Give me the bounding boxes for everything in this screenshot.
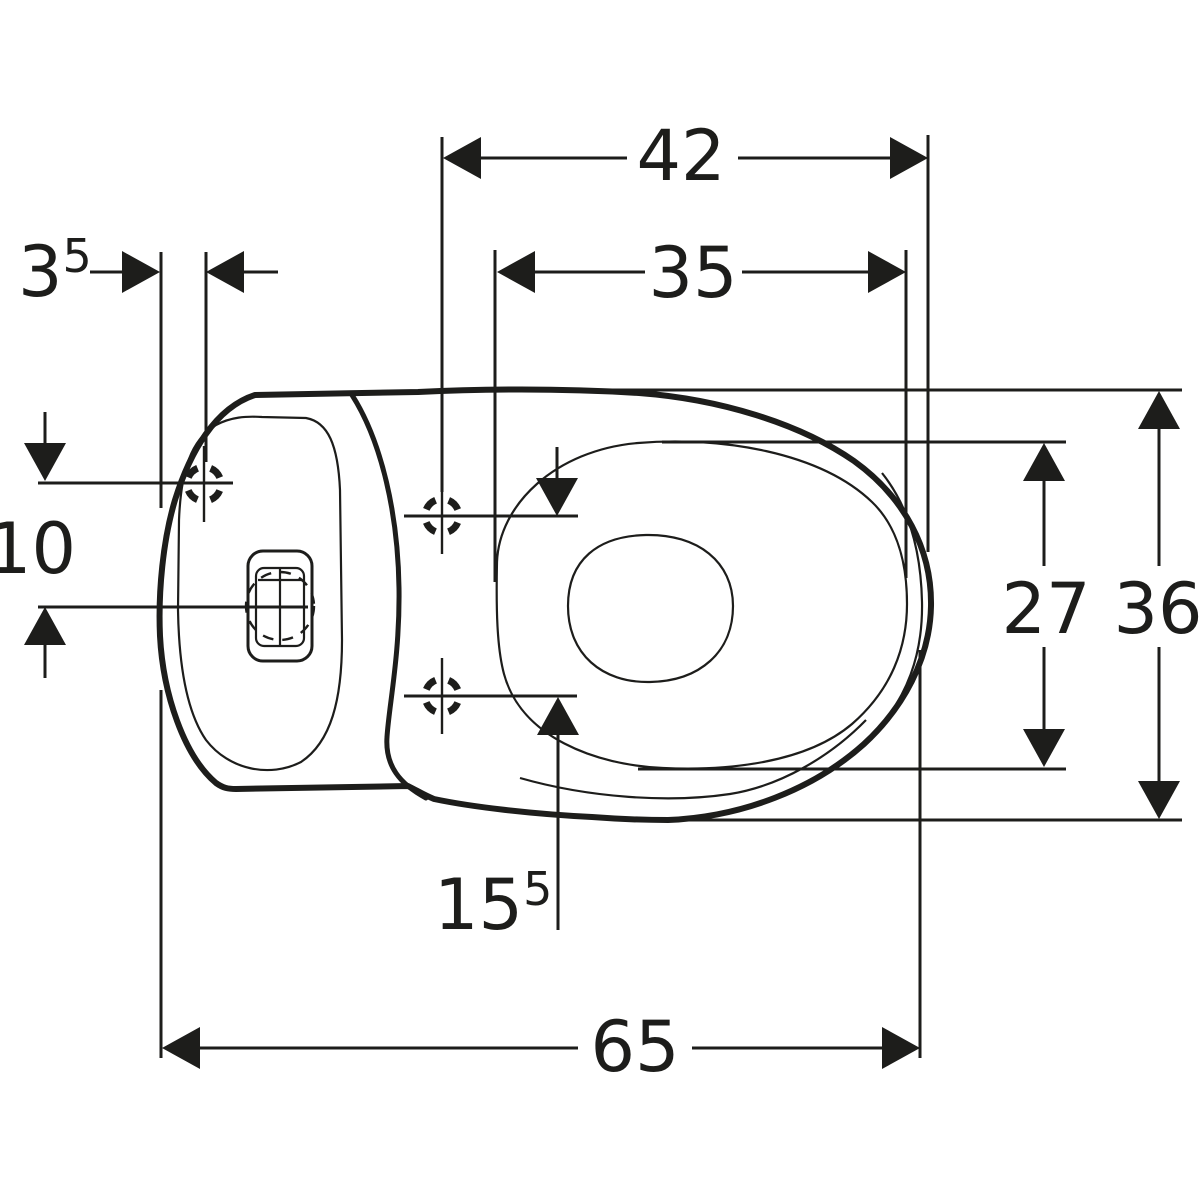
dim-label-42: 42 bbox=[636, 115, 725, 197]
dim-label-15-5: 155 bbox=[434, 862, 552, 946]
dimension-36: 36 bbox=[612, 388, 1200, 822]
seat-opening-outline bbox=[566, 533, 735, 684]
toilet-plan-view bbox=[156, 386, 935, 823]
arrow-right-icon bbox=[868, 251, 906, 293]
arrow-down-icon bbox=[1138, 781, 1180, 819]
bowl-lower-rim-arc bbox=[519, 719, 867, 800]
dim-label-36: 36 bbox=[1113, 568, 1200, 650]
dim-label-10: 10 bbox=[0, 508, 76, 590]
arrow-up-icon bbox=[1138, 391, 1180, 429]
dimension-65: 65 bbox=[159, 650, 922, 1088]
arrow-up-icon bbox=[24, 607, 66, 645]
toilet-silhouette bbox=[156, 386, 935, 823]
arrow-up-icon bbox=[1023, 443, 1065, 481]
dim-label-65: 65 bbox=[590, 1006, 679, 1088]
arrow-right-icon bbox=[890, 137, 928, 179]
lid-back-edge bbox=[349, 392, 429, 801]
dimension-27: 27 bbox=[638, 440, 1091, 771]
dim-label-27: 27 bbox=[1001, 568, 1090, 650]
arrow-up-icon bbox=[537, 697, 579, 735]
dimension-42: 42 bbox=[440, 115, 930, 552]
dim-label-35: 35 bbox=[648, 232, 737, 314]
dimension-35: 35 bbox=[493, 232, 908, 582]
dim-label-3-5: 35 bbox=[18, 229, 92, 313]
dimension-3-5: 35 bbox=[18, 229, 278, 508]
seat-ring-outline bbox=[495, 440, 909, 770]
arrow-left-icon bbox=[497, 251, 535, 293]
arrow-down-icon bbox=[1023, 729, 1065, 767]
dimension-10: 10 bbox=[0, 412, 308, 678]
arrow-down-icon bbox=[536, 478, 578, 516]
arrow-down-icon bbox=[24, 443, 66, 481]
arrow-right-icon bbox=[122, 251, 160, 293]
cistern-inner-outline bbox=[176, 415, 344, 772]
arrow-left-icon bbox=[162, 1027, 200, 1069]
arrow-right-icon bbox=[882, 1027, 920, 1069]
dimension-15-5: 155 bbox=[404, 447, 579, 946]
bowl-front-rim-arc bbox=[872, 472, 924, 736]
arrow-left-icon bbox=[443, 137, 481, 179]
arrow-left-icon bbox=[206, 251, 244, 293]
